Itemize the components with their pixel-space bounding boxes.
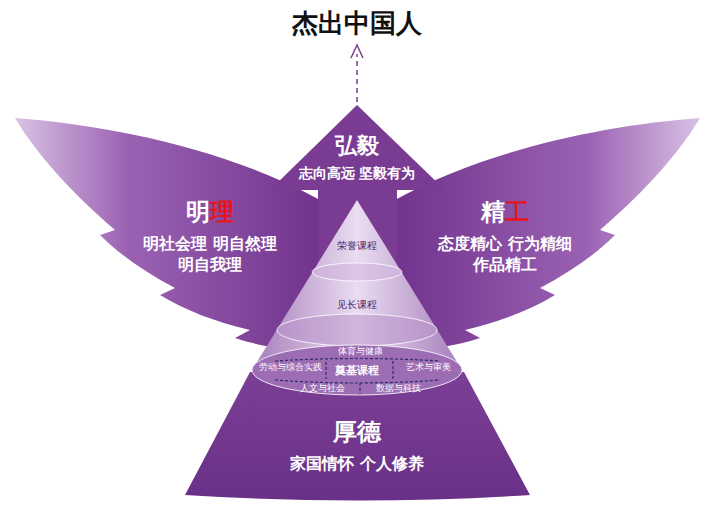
node-heading: 荣誉课程 bbox=[322, 239, 392, 252]
node-heading: 厚德 bbox=[247, 417, 467, 448]
concept-block: 弘毅志向高远 坚毅有为 bbox=[277, 132, 437, 183]
sector-label: 人文与社会 bbox=[300, 384, 345, 394]
cone bbox=[252, 200, 462, 395]
node-body: 态度精心 行为精细 作品精工 bbox=[430, 234, 580, 276]
course-layer: 荣誉课程 bbox=[322, 239, 392, 252]
node-body: 明社会理 明自然理 明自我理 bbox=[135, 234, 285, 276]
dashed-line bbox=[356, 54, 358, 102]
sector-label: 劳动与综合实践 bbox=[259, 363, 322, 373]
concept-block: 明理明社会理 明自然理 明自我理 bbox=[135, 197, 285, 276]
node-heading: 精工 bbox=[430, 197, 580, 228]
cone-layer bbox=[312, 263, 402, 281]
cone-layer bbox=[277, 314, 437, 346]
concept-block: 精工态度精心 行为精细 作品精工 bbox=[430, 197, 580, 276]
sector-label: 艺术与审美 bbox=[406, 363, 451, 373]
diagram-title: 杰出中国人 bbox=[292, 8, 422, 39]
course-layer: 奠基课程 bbox=[327, 364, 387, 378]
dashed-arrowhead bbox=[351, 45, 363, 58]
node-heading: 弘毅 bbox=[277, 132, 437, 161]
sector-label: 数据与科技 bbox=[376, 384, 421, 394]
node-body: 家国情怀 个人修养 bbox=[247, 454, 467, 475]
node-body: 志向高远 坚毅有为 bbox=[277, 164, 437, 182]
node-heading: 见长课程 bbox=[322, 298, 392, 311]
course-layer: 见长课程 bbox=[322, 298, 392, 311]
sector-label: 体育与健康 bbox=[338, 347, 383, 357]
cone-base-layer bbox=[252, 345, 462, 395]
node-heading: 明理 bbox=[135, 197, 285, 228]
concept-block: 厚德家国情怀 个人修养 bbox=[247, 417, 467, 475]
node-heading: 奠基课程 bbox=[327, 364, 387, 378]
